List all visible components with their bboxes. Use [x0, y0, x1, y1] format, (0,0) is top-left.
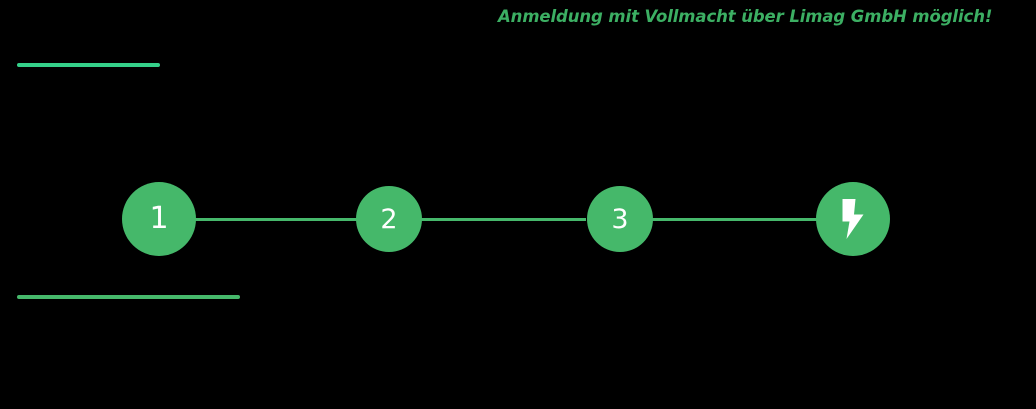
stepper-node-1-label: 1 — [149, 201, 169, 236]
accent-rule-top — [17, 63, 160, 67]
stepper-connector-3-4 — [652, 218, 818, 221]
stepper-node-2[interactable]: 2 — [356, 186, 422, 252]
lightning-bolt-icon — [838, 199, 868, 239]
stepper-node-4[interactable] — [816, 182, 890, 256]
stepper-connector-1-2 — [194, 218, 360, 221]
headline-text: Anmeldung mit Vollmacht über Limag GmbH … — [498, 7, 993, 26]
accent-rule-bottom — [17, 295, 240, 299]
progress-stepper: 1 2 3 — [0, 182, 1036, 256]
stepper-node-3-label: 3 — [611, 203, 629, 235]
stepper-connector-2-3 — [420, 218, 586, 221]
stepper-node-3[interactable]: 3 — [587, 186, 653, 252]
stepper-node-2-label: 2 — [380, 203, 398, 235]
stepper-node-1[interactable]: 1 — [122, 182, 196, 256]
